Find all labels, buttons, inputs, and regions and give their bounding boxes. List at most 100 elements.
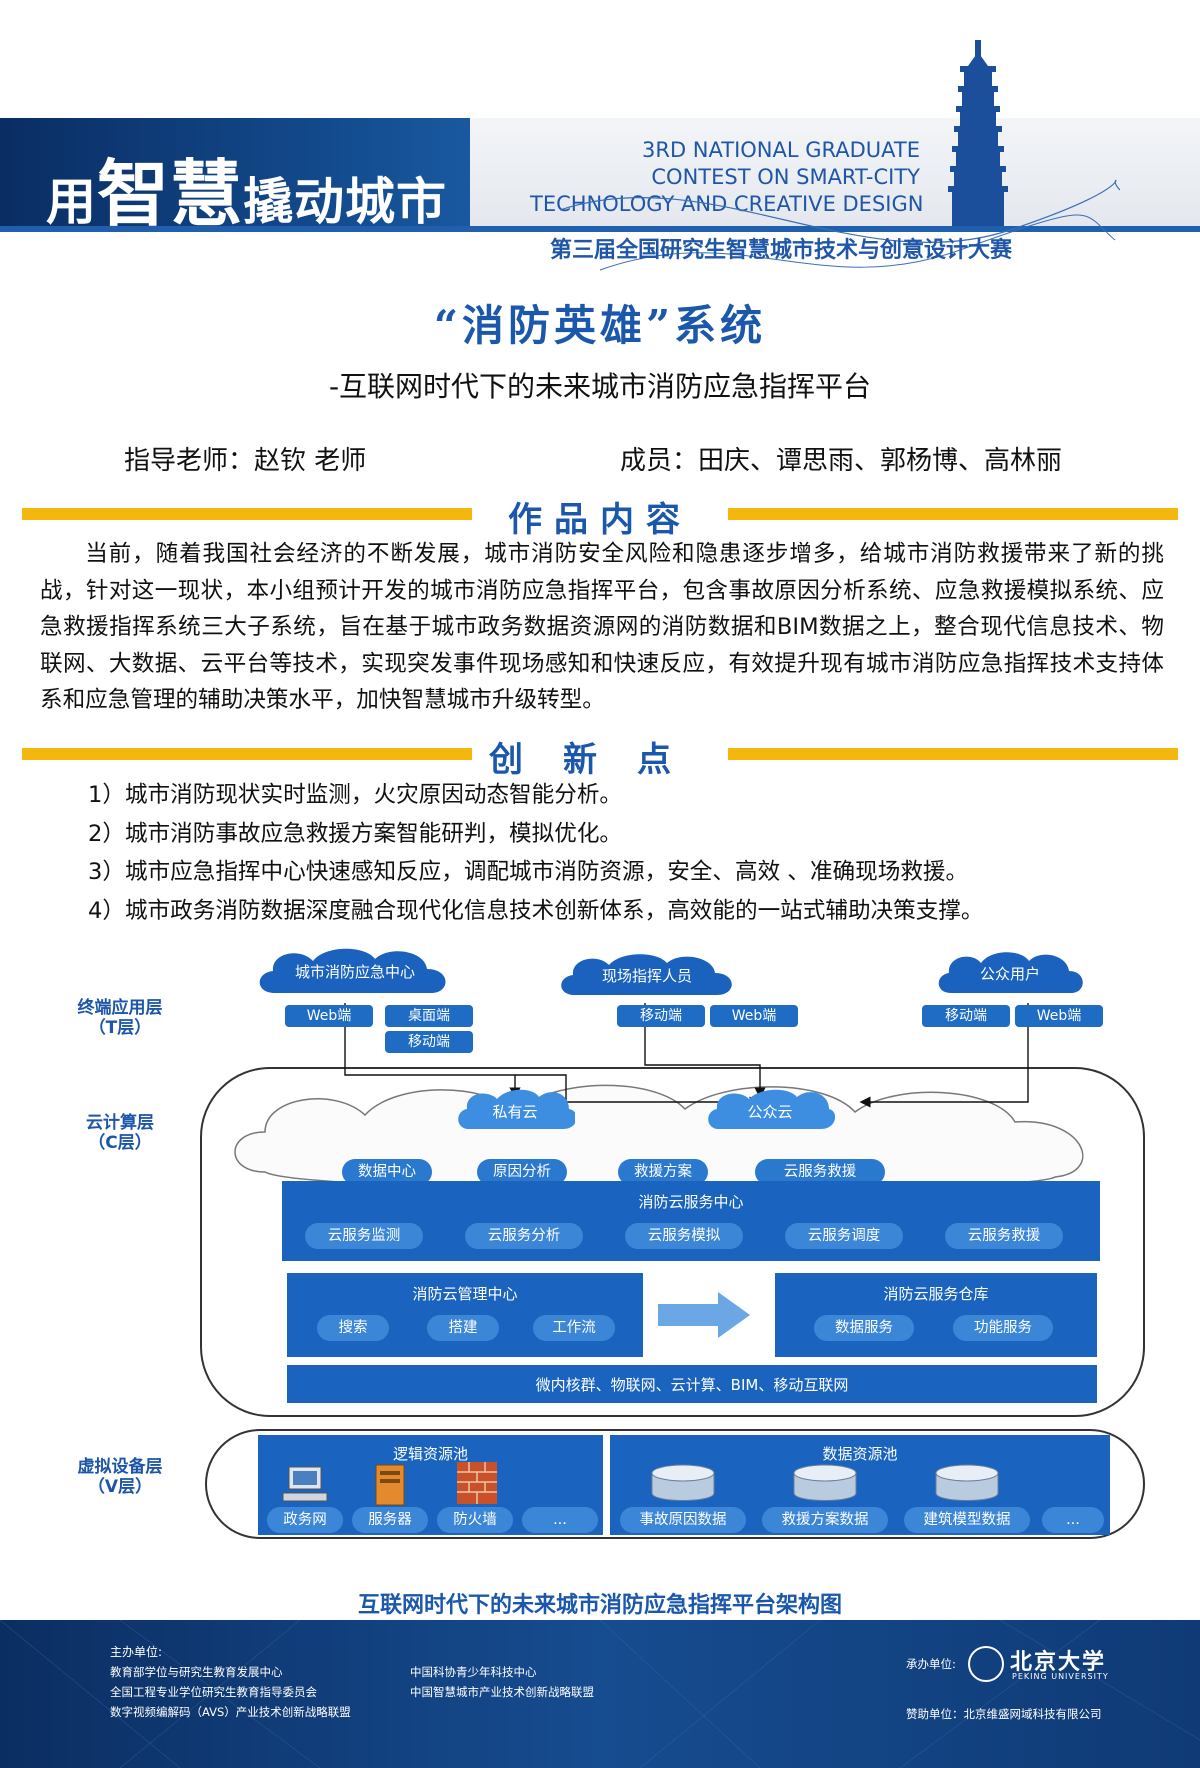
chip-search: 搜索 bbox=[317, 1315, 389, 1341]
data-pool-title: 数据资源池 bbox=[822, 1445, 898, 1463]
database-icon bbox=[793, 1464, 857, 1501]
chip-cause-analysis: 原因分析 bbox=[477, 1159, 567, 1185]
section-title-innovation: 创新点 bbox=[489, 740, 711, 780]
pill-center-desktop: 桌面端 bbox=[385, 1005, 473, 1027]
list-item: 1）城市消防现状实时监测，火灾原因动态智能分析。 bbox=[88, 782, 623, 808]
layer-label-line: （V层） bbox=[87, 1477, 153, 1497]
layer-label-cloud: 云计算层 （C层） bbox=[55, 1113, 185, 1153]
node-field-commander: 现场指挥人员 bbox=[601, 967, 692, 985]
chip-build: 搭建 bbox=[427, 1315, 499, 1341]
chip-workflow: 工作流 bbox=[533, 1315, 615, 1341]
computer-icon bbox=[282, 1466, 328, 1502]
chip-service-simulation: 云服务模拟 bbox=[625, 1223, 743, 1249]
pill-center-web: Web端 bbox=[285, 1005, 373, 1027]
chip-service-monitor: 云服务监测 bbox=[305, 1223, 423, 1249]
database-icon bbox=[651, 1464, 715, 1501]
heading-bar-right bbox=[728, 508, 1178, 520]
node-private-cloud: 私有云 bbox=[492, 1103, 538, 1121]
layer-label-line: 虚拟设备层 bbox=[77, 1457, 163, 1477]
pill-public-mobile: 移动端 bbox=[922, 1005, 1010, 1027]
decorative-curves bbox=[560, 179, 1120, 271]
node-public-cloud: 公众云 bbox=[747, 1103, 793, 1121]
section-heading-content: 作品内容 bbox=[22, 492, 1178, 540]
contest-en-line-3: TECHNOLOGY AND CREATIVE DESIGN bbox=[530, 192, 924, 216]
layer-label-line: 云计算层 bbox=[86, 1113, 154, 1133]
footer-host: 数字视频编解码（AVS）产业技术创新战略联盟 bbox=[110, 1705, 351, 1719]
infrastructure-bar: 微内核群、物联网、云计算、BIM、移动互联网 bbox=[287, 1365, 1097, 1403]
pill-center-mobile: 移动端 bbox=[385, 1031, 473, 1053]
chip-service-rescue: 云服务救援 bbox=[945, 1223, 1063, 1249]
contest-name-chinese: 第三届全国研究生智慧城市技术与创意设计大赛 bbox=[550, 238, 1013, 263]
layer-label-line: （T层） bbox=[88, 1018, 152, 1038]
list-item: 4）城市政务消防数据深度融合现代化信息技术创新体系，高效能的一站式辅助决策支撑。 bbox=[88, 897, 984, 924]
warehouse-title: 消防云服务仓库 bbox=[883, 1285, 989, 1303]
list-item: 2）城市消防事故应急救援方案智能研判，模拟优化。 bbox=[88, 820, 623, 847]
advisor: 指导老师：赵钦 老师 bbox=[124, 446, 367, 476]
cloud-icon bbox=[561, 954, 732, 995]
innovation-list: 1）城市消防现状实时监测，火灾原因动态智能分析。 2）城市消防事故应急救援方案智… bbox=[88, 776, 984, 930]
chip-building-data: 建筑模型数据 bbox=[904, 1507, 1030, 1533]
contest-logo: 用智慧撬动城市 bbox=[46, 135, 447, 240]
chip-service-analysis: 云服务分析 bbox=[465, 1223, 583, 1249]
logo-suffix: 撬动城市 bbox=[243, 173, 448, 231]
layer-label-line: （C层） bbox=[88, 1133, 152, 1153]
content-paragraph: 当前，随着我国社会经济的不断发展，城市消防安全风险和隐患逐步增多，给城市消防救援… bbox=[40, 541, 1164, 713]
contest-en-line-2: CONTEST ON SMART-CITY bbox=[651, 165, 920, 189]
footer-organizer-label: 承办单位: bbox=[906, 1657, 956, 1671]
service-center-block: 消防云服务中心 bbox=[282, 1181, 1100, 1261]
chip-service-dispatch: 云服务调度 bbox=[785, 1223, 903, 1249]
footer-host: 教育部学位与研究生教育发展中心 bbox=[110, 1665, 283, 1679]
chip-firewall: 防火墙 bbox=[437, 1507, 513, 1533]
footer-host-list-1: 教育部学位与研究生教育发展中心 全国工程专业学位研究生教育指导委员会 数字视频编… bbox=[110, 1662, 351, 1722]
poster-title: “消防英雄”系统 bbox=[433, 301, 767, 350]
chip-rescue-data: 救援方案数据 bbox=[762, 1507, 888, 1533]
cloud-icon bbox=[938, 952, 1083, 993]
footer-host: 中国智慧城市产业技术创新战略联盟 bbox=[410, 1685, 594, 1699]
banner-stripe bbox=[0, 226, 1200, 232]
organizer-name: 北京大学 bbox=[1010, 1649, 1107, 1675]
footer-pattern bbox=[0, 1620, 1200, 1768]
banner-right bbox=[470, 118, 1200, 226]
chip-cloud-rescue: 云服务救援 bbox=[755, 1159, 885, 1185]
chip-logic-more: ... bbox=[522, 1507, 598, 1533]
footer-host-label: 主办单位: bbox=[110, 1645, 163, 1659]
chip-data-more: ... bbox=[1042, 1507, 1104, 1533]
logo-main: 智慧 bbox=[97, 152, 244, 236]
chip-data-service: 数据服务 bbox=[814, 1315, 914, 1341]
firewall-icon bbox=[457, 1462, 497, 1504]
section-heading-innovation: 创新点 bbox=[22, 732, 1178, 780]
arrow-right-icon bbox=[658, 1292, 750, 1338]
layer-label-terminal: 终端应用层 （T层） bbox=[55, 998, 185, 1038]
footer: 主办单位: 教育部学位与研究生教育发展中心 全国工程专业学位研究生教育指导委员会… bbox=[0, 1620, 1200, 1768]
logic-pool-title: 逻辑资源池 bbox=[392, 1445, 468, 1463]
footer-host-list-2: 中国科协青少年科技中心 中国智慧城市产业技术创新战略联盟 bbox=[410, 1662, 594, 1702]
poster-subtitle: -互联网时代下的未来城市消防应急指挥平台 bbox=[328, 370, 872, 403]
contest-name-english: 3RD NATIONAL GRADUATE CONTEST ON SMART-C… bbox=[530, 137, 924, 218]
logo-prefix: 用 bbox=[46, 173, 97, 231]
heading-bar-left bbox=[22, 748, 472, 760]
architecture-diagram: 终端应用层 （T层） 云计算层 （C层） 虚拟设备层 （V层） 城市消防应急中 bbox=[55, 945, 1145, 1565]
pill-field-web: Web端 bbox=[710, 1005, 798, 1027]
chip-function-service: 功能服务 bbox=[953, 1315, 1053, 1341]
node-public-user: 公众用户 bbox=[979, 965, 1040, 983]
pill-public-web: Web端 bbox=[1015, 1005, 1103, 1027]
layer-label-virtual: 虚拟设备层 （V层） bbox=[55, 1457, 185, 1497]
heading-bar-right bbox=[728, 748, 1178, 760]
chip-gov-network: 政务网 bbox=[267, 1507, 343, 1533]
diagram-caption: 互联网时代下的未来城市消防应急指挥平台架构图 bbox=[357, 1593, 842, 1618]
service-center-title: 消防云服务中心 bbox=[638, 1193, 744, 1211]
cloud-icon bbox=[259, 948, 446, 993]
footer-sponsor: 赞助单位：北京维盛网域科技有限公司 bbox=[906, 1707, 1102, 1721]
team-members: 成员：田庆、谭思雨、郭杨博、高林丽 bbox=[620, 446, 1063, 476]
infrastructure-text: 微内核群、物联网、云计算、BIM、移动互联网 bbox=[535, 1376, 849, 1394]
footer-host: 中国科协青少年科技中心 bbox=[410, 1665, 537, 1679]
heading-bar-left bbox=[22, 508, 472, 520]
connector-lines bbox=[344, 1003, 1029, 1108]
organizer-name-en: PEKING UNIVERSITY bbox=[1012, 1672, 1109, 1681]
database-icon bbox=[935, 1464, 999, 1501]
mgmt-center-title: 消防云管理中心 bbox=[412, 1285, 518, 1303]
cloud-icon bbox=[458, 1089, 575, 1129]
node-command-center: 城市消防应急中心 bbox=[294, 963, 415, 981]
section-title-content: 作品内容 bbox=[508, 500, 692, 540]
list-item: 3）城市应急指挥中心快速感知反应，调配城市消防资源，安全、高效 、准确现场救援。 bbox=[88, 859, 969, 885]
